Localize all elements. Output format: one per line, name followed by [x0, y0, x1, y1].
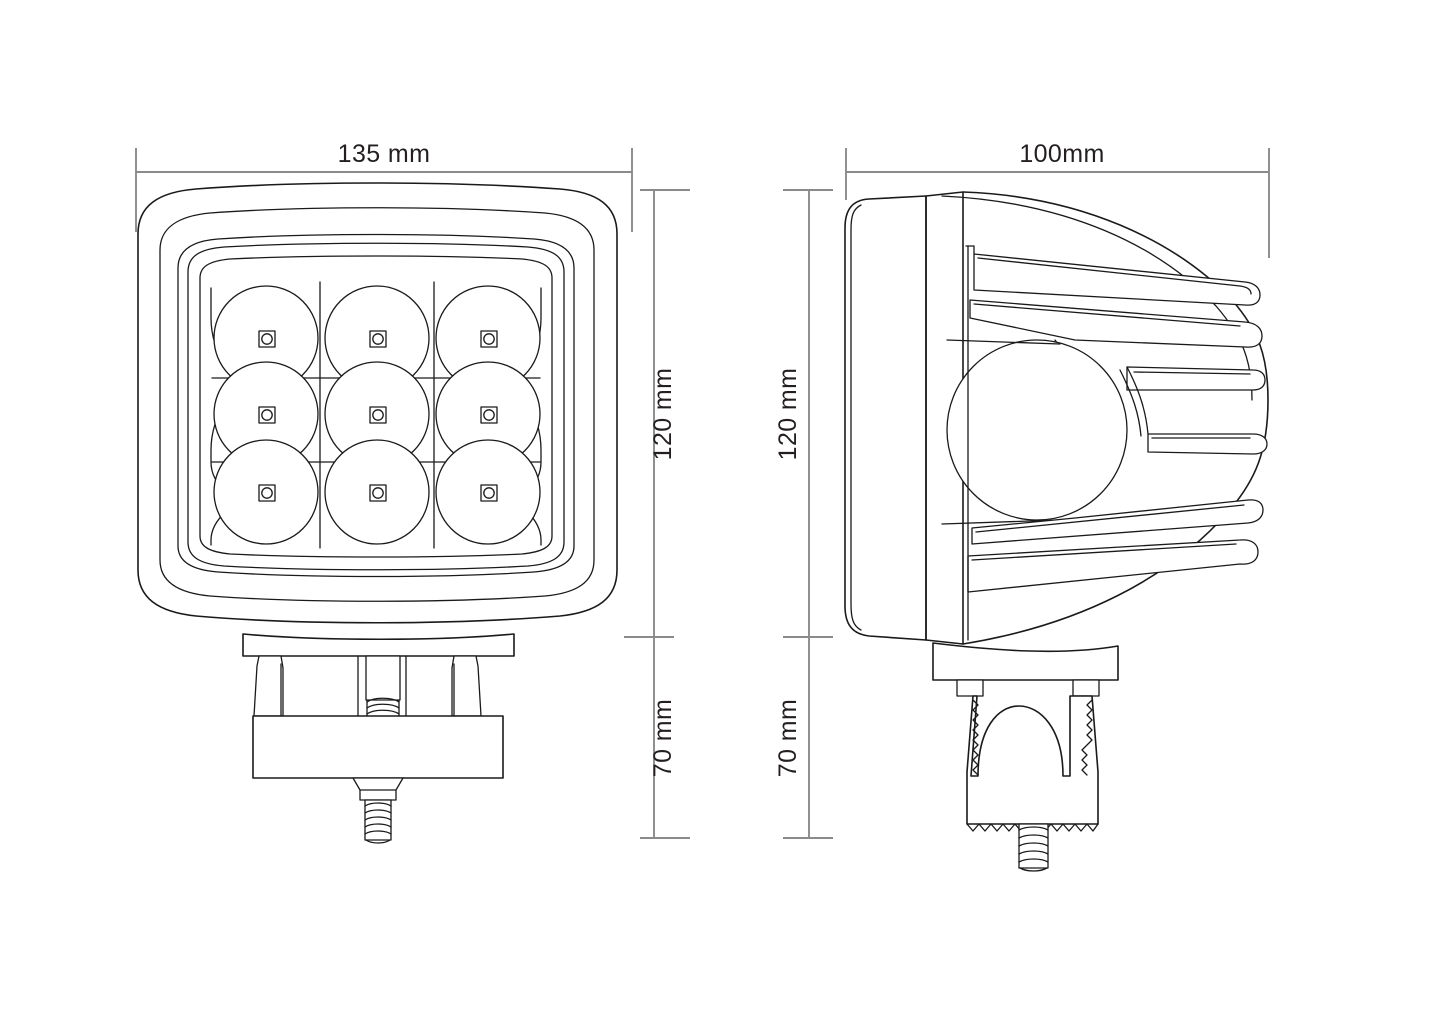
side-view — [844, 191, 1269, 872]
side-fin-middle-2 — [1147, 433, 1268, 455]
side-fin-upper-outer — [965, 245, 975, 255]
front-bracket-top-plate — [242, 633, 515, 657]
led-reflector — [213, 439, 319, 545]
front-threaded-stud — [364, 799, 392, 841]
front-bezel-ring-1 — [177, 233, 575, 578]
led-emitter — [258, 484, 276, 502]
side-housing-rear-shell — [844, 195, 927, 641]
side-fin-middle-1-inner — [1133, 371, 1251, 375]
side-circular-boss — [946, 339, 1128, 521]
side-lens-face-curve — [962, 191, 1269, 645]
led-emitter — [369, 406, 387, 424]
dimension-side-depth: 100mm — [845, 140, 1270, 258]
dimension-front-heights: 120 mm 70 mm — [624, 189, 690, 839]
led-emitter — [258, 406, 276, 424]
side-fin-upper-1-inner — [977, 257, 1252, 295]
front-center-thread — [366, 697, 400, 717]
front-view — [137, 182, 618, 844]
side-clamp-serration-right — [1081, 699, 1093, 776]
side-fin-upper-2-inner — [973, 303, 1241, 327]
front-bracket-block — [252, 715, 504, 779]
dimension-label-side-depth: 100mm — [1019, 140, 1104, 168]
front-stud-threads — [364, 802, 392, 844]
side-threaded-stud — [1018, 823, 1049, 869]
front-housing-inner-contour — [159, 207, 595, 602]
side-fin-lower-2-inner — [971, 543, 1237, 561]
dimension-label-front-body-height: 120 mm — [649, 368, 677, 461]
led-emitter — [258, 330, 276, 348]
side-bracket-shoulder-right — [1072, 679, 1100, 697]
front-bezel-ring-2 — [187, 242, 565, 571]
side-fin-middle-1 — [1126, 366, 1266, 391]
front-bracket-arm-right — [451, 655, 482, 717]
led-reflector — [324, 439, 430, 545]
side-bracket-clamp — [966, 695, 1099, 825]
dimension-label-side-body-height: 120 mm — [774, 368, 802, 461]
side-fin-y-junction — [1126, 366, 1149, 435]
side-clamp-serration-left — [972, 699, 979, 776]
dimension-label-side-bracket-height: 70 mm — [774, 699, 802, 777]
side-rear-shell-inner — [850, 204, 862, 631]
led-emitter — [369, 330, 387, 348]
led-emitter — [369, 484, 387, 502]
dimension-front-width: 135 mm — [135, 140, 633, 232]
dimension-label-front-width: 135 mm — [338, 140, 431, 168]
front-housing-outer — [137, 182, 618, 624]
dimension-side-heights: 120 mm 70 mm — [774, 189, 833, 839]
side-fin-upper-1 — [973, 253, 1261, 306]
front-bezel-ring-3 — [199, 255, 553, 558]
front-hex-nut — [352, 777, 404, 801]
front-center-post — [365, 655, 401, 701]
side-fin-upper-2 — [969, 299, 1263, 348]
led-emitter — [480, 330, 498, 348]
led-emitter — [480, 406, 498, 424]
dimension-label-front-bracket-height: 70 mm — [649, 699, 677, 777]
side-bracket-top-plate — [932, 642, 1119, 681]
side-stud-threads — [1018, 826, 1049, 872]
side-fin-y-junction-2 — [1119, 369, 1142, 437]
side-fin-lower-1-inner — [975, 504, 1245, 533]
led-reflector — [435, 439, 541, 545]
side-fin-lower-2 — [967, 539, 1259, 593]
side-boss-top-guide — [946, 339, 1061, 345]
front-bracket-arm-left — [253, 655, 284, 717]
side-boss-bottom-guide — [941, 519, 1061, 525]
led-emitter — [480, 484, 498, 502]
side-bracket-shoulder-left — [956, 679, 984, 697]
